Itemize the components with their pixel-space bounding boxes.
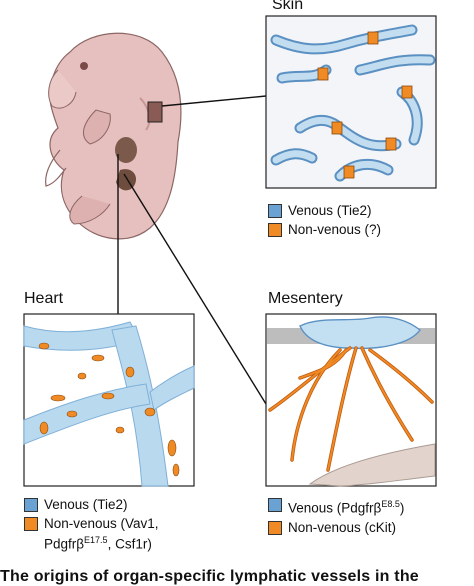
heart-panel [23,313,195,487]
venous-swatch [268,498,282,512]
heart-panel-title: Heart [24,290,64,307]
nonvenous-swatch [24,517,38,531]
mesentery-venous-text: Venous (Pdgfrβ [288,500,382,516]
mesentery-venous-close: ) [399,500,405,516]
figure-canvas [23,15,437,487]
skin-legend-nonvenous: Non-venous (?) [268,221,381,238]
heart-legend-venous: Venous (Tie2) [24,496,159,513]
nonvenous-swatch [268,520,282,535]
skin-panel [265,15,437,189]
skin-legend-nonvenous-label: Non-venous (?) [288,222,382,237]
heart-legend-venous-label: Venous (Tie2) [44,497,128,512]
mesentery-legend: Venous (PdgfrβE8.5) Non-venous (cKit) [268,496,404,538]
skin-legend: Venous (Tie2) Non-venous (?) [268,202,381,240]
mesentery-legend-venous: Venous (PdgfrβE8.5) [268,496,404,517]
mesentery-legend-nonvenous-label: Non-venous (cKit) [288,519,397,535]
skin-panel-title: Skin [272,0,304,13]
heart-nonvenous-sup: E17.5 [84,535,108,545]
connector-lines [117,95,267,405]
mesentery-panel-title: Mesentery [268,290,343,307]
skin-legend-venous: Venous (Tie2) [268,202,381,219]
venous-swatch [268,204,282,218]
heart-legend-nonvenous: Non-venous (Vav1, PdgfrβE17.5, Csf1r) [24,515,159,553]
venous-swatch [24,498,38,512]
heart-legend-nonvenous-label: Non-venous (Vav1, PdgfrβE17.5, Csf1r) [44,515,159,553]
heart-legend: Venous (Tie2) Non-venous (Vav1, PdgfrβE1… [24,496,159,555]
skin-legend-venous-label: Venous (Tie2) [288,203,372,218]
heart-nonvenous-line1: Non-venous (Vav1, [44,516,159,531]
mesentery-panel [265,313,437,487]
mesentery-legend-venous-label: Venous (PdgfrβE8.5) [288,496,404,517]
mesentery-legend-nonvenous: Non-venous (cKit) [268,519,404,536]
nonvenous-swatch [268,223,282,237]
embryo-illustration [45,32,182,240]
heart-nonvenous-line2a: Pdgfrβ [44,536,85,552]
heart-nonvenous-line2b: , Csf1r) [107,536,152,552]
mesentery-venous-sup: E8.5 [381,499,400,509]
figure-caption: The origins of organ-specific lymphatic … [0,568,419,585]
